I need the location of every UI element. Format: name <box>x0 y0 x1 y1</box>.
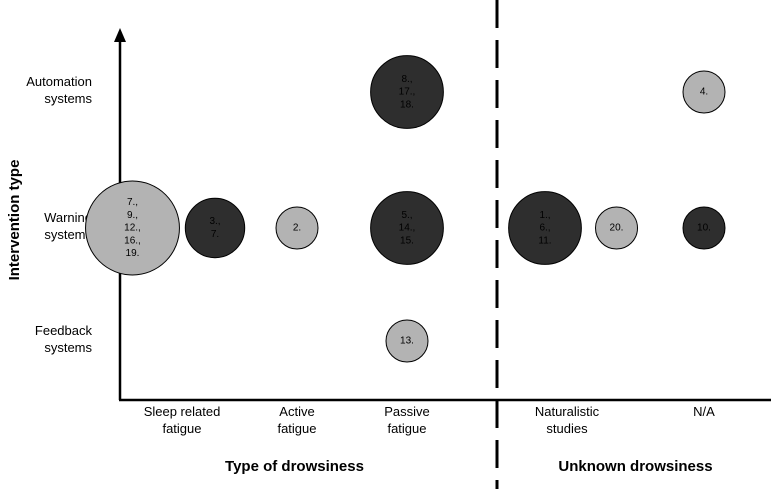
bubble-naturalistic-studies-dark: 1., 6.,11. <box>508 191 582 265</box>
bubble-passive-fatigue-dark: 5., 14.,15. <box>370 191 444 265</box>
bubble-circle <box>682 206 726 250</box>
bubble-label: 12., <box>124 223 141 234</box>
bubble-passive-fatigue-light: 13. <box>385 319 429 363</box>
bubble-label: 9., <box>127 210 138 221</box>
x-label-active-fatigue: Active fatigue <box>277 404 316 436</box>
bubble-label: 4. <box>700 87 708 98</box>
group-labels: Type of drowsiness Unknown drowsiness <box>225 458 713 475</box>
bubble-active-fatigue-light: 2. <box>275 206 319 250</box>
bubble-label: 1., <box>539 210 550 221</box>
bubble-sleep-related-fatigue-light: 7., 9., 12.,16., 19. <box>85 180 180 276</box>
bubble-label: 10. <box>697 223 711 234</box>
bubble-circle <box>85 180 180 276</box>
y-label-feedback-systems: Feedback systems <box>35 323 93 355</box>
bubble-circle <box>275 206 319 250</box>
y-label-line: Feedback <box>35 323 93 338</box>
y-label-line: Warning <box>44 210 92 225</box>
bubble-label: 16., <box>124 235 141 246</box>
bubble-circle <box>370 191 444 265</box>
bubble-label: 7. <box>211 229 219 240</box>
bubble-passive-fatigue-dark: 8., 17.,18. <box>370 55 444 129</box>
bubble-circle <box>682 70 726 114</box>
x-label-n-a: N/A <box>693 404 715 419</box>
bubble-sleep-related-fatigue-dark: 3.,7. <box>184 197 246 259</box>
x-label-line: fatigue <box>387 421 426 436</box>
bubble-label: 2. <box>293 223 301 234</box>
bubble-label: 8., <box>401 74 412 85</box>
bubble-label: 15. <box>400 235 414 246</box>
bubble-n-a-dark: 10. <box>682 206 726 250</box>
bubble-label: 19. <box>126 248 140 259</box>
x-label-passive-fatigue: Passive fatigue <box>384 404 430 436</box>
x-label-naturalistic-studies: Naturalistic studies <box>535 404 600 436</box>
bubbles: 7., 9., 12.,16., 19. 8., 17.,18. 5., 14.,15. 1.,… <box>85 55 726 363</box>
group-label-unknown-drowsiness: Unknown drowsiness <box>558 458 712 475</box>
y-axis-title: Intervention type <box>6 160 23 281</box>
x-label-line: Passive <box>384 404 430 419</box>
x-label-line: Sleep related <box>144 404 221 419</box>
bubble-label: 11. <box>538 235 551 246</box>
bubble-label: 6., <box>539 223 550 234</box>
bubble-label: 14., <box>399 223 416 234</box>
bubble-circle <box>370 55 444 129</box>
y-label-automation-systems: Automation systems <box>26 74 92 106</box>
group-label-type-of-drowsiness: Type of drowsiness <box>225 458 364 475</box>
bubble-label: 18. <box>400 99 414 110</box>
x-label-sleep-related-fatigue: Sleep related fatigue <box>144 404 221 436</box>
bubble-circle <box>508 191 582 265</box>
bubble-circle <box>184 197 246 259</box>
x-label-line: N/A <box>693 404 715 419</box>
y-label-line: systems <box>44 91 92 106</box>
x-label-line: Naturalistic <box>535 404 600 419</box>
bubble-label: 3., <box>209 216 220 227</box>
x-label-line: fatigue <box>277 421 316 436</box>
bubble-label: 7., <box>127 197 138 208</box>
bubble-circle <box>595 206 638 250</box>
bubble-label: 5., <box>401 210 412 221</box>
bubble-n-a-light: 4. <box>682 70 726 114</box>
y-axis-arrowhead <box>114 28 126 42</box>
y-label-line: systems <box>44 227 92 242</box>
x-label-line: fatigue <box>162 421 201 436</box>
bubble-circle <box>385 319 429 363</box>
y-label-warning-systems: Warning systems <box>44 210 92 242</box>
x-label-line: Active <box>279 404 314 419</box>
y-label-line: Automation <box>26 74 92 89</box>
y-label-line: systems <box>44 340 92 355</box>
bubble-label: 13. <box>400 336 414 347</box>
bubble-label: 20. <box>610 223 624 234</box>
bubble-label: 17., <box>399 87 416 98</box>
x-label-line: studies <box>546 421 588 436</box>
bubble-naturalistic-studies-light: 20. <box>595 206 638 250</box>
